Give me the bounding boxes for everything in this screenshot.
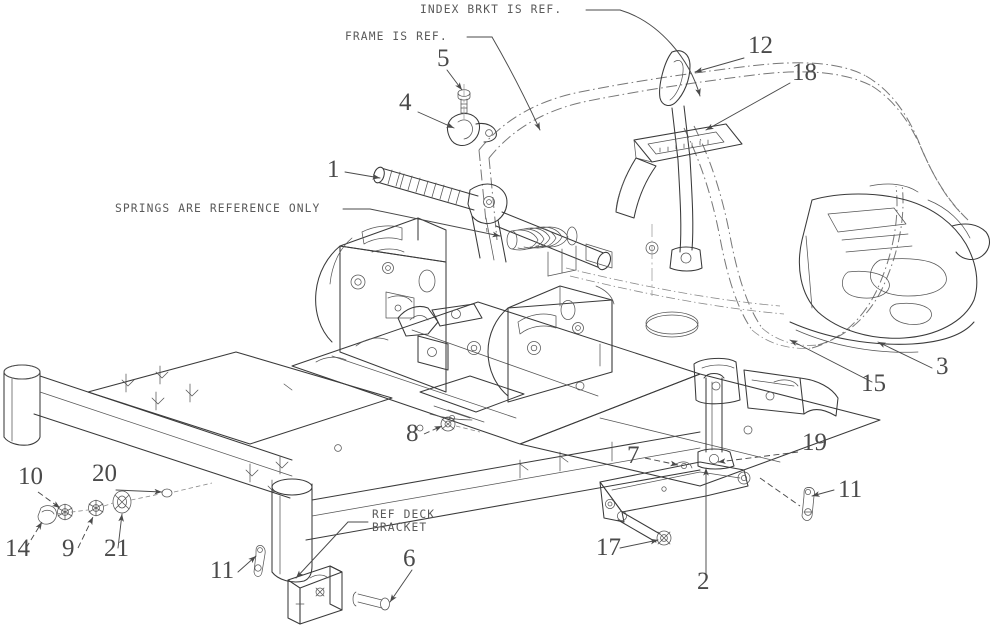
callout-18: 18 [792,59,817,86]
rail-detail-marks [283,356,799,471]
callout-17: 17 [596,534,621,561]
callout-20: 20 [92,460,117,487]
left-mount-plate [315,217,447,393]
callout-21: 21 [104,535,129,562]
callout-11b: 11 [838,476,862,503]
note-springs: SPRINGS ARE REFERENCE ONLY [115,202,320,215]
callout-11a: 11 [210,557,234,584]
linkage-shaft-item1 [373,166,612,271]
rops-frame-reference [478,62,969,349]
callout-12: 12 [748,32,773,59]
callout-1: 1 [327,156,340,183]
callout-5: 5 [437,45,450,72]
note-frame-ref: FRAME IS REF. [345,30,448,43]
note-index-brkt: INDEX BRKT IS REF. [420,3,562,16]
center-pivot-brackets [355,303,483,371]
suspension-springs-reference [506,226,613,277]
left-hardware-items [37,482,213,525]
notes-text-layer: INDEX BRKT IS REF. FRAME IS REF. SPRINGS A… [115,3,562,534]
callout-2: 2 [697,568,710,595]
callout-14: 14 [5,535,31,562]
callout-15: 15 [861,370,886,397]
note-ref-deck-1: REF DECK [372,508,435,521]
callout-7: 7 [627,442,640,469]
callout-6: 6 [403,545,416,572]
deck-bracket-assembly [253,545,390,625]
main-frame-left-rail [3,351,701,583]
right-mount-plate [487,285,615,403]
leader-lines [25,9,933,603]
callout-19: 19 [802,429,827,456]
callout-9: 9 [62,535,75,562]
control-lever-assembly [447,50,743,296]
callout-10: 10 [18,463,43,490]
note-ref-deck-2: BRACKET [372,521,427,534]
callout-3: 3 [936,353,949,380]
rear-fender-panel [789,183,991,353]
callout-8: 8 [406,420,419,447]
callout-4: 4 [399,89,412,116]
rear-linkage-assembly [599,357,839,546]
